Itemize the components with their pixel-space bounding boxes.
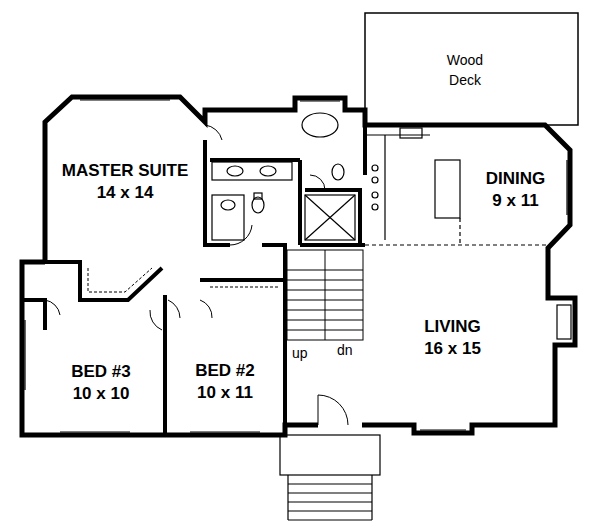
closet-shelf bbox=[210, 287, 280, 288]
closet-shelf bbox=[88, 268, 152, 292]
room-dimension: 16 x 15 bbox=[424, 338, 481, 360]
deck-outline bbox=[365, 13, 578, 125]
room-name: MASTER SUITE bbox=[62, 160, 189, 182]
interior-wall bbox=[22, 125, 365, 435]
room-name: LIVING bbox=[424, 316, 481, 338]
room-area: BED #210 x 11 bbox=[170, 340, 280, 424]
door-swing bbox=[45, 125, 348, 425]
stair-label: dn bbox=[336, 342, 354, 358]
kitchen-fixture bbox=[365, 128, 548, 245]
room-name: DINING bbox=[486, 168, 546, 190]
room-dimension: 10 x 10 bbox=[73, 383, 130, 405]
room-dimension: 9 x 11 bbox=[492, 190, 538, 212]
room-dimension: 14 x 14 bbox=[97, 182, 154, 204]
stair-label: up bbox=[291, 345, 309, 361]
room-name: BED #2 bbox=[195, 360, 255, 382]
room-name: BED #3 bbox=[71, 361, 131, 383]
exterior-wall bbox=[22, 97, 575, 435]
window bbox=[25, 100, 567, 432]
room-area: MASTER SUITE14 x 14 bbox=[50, 122, 200, 242]
room-area: LIVING16 x 15 bbox=[380, 298, 525, 378]
room-dimension: 10 x 11 bbox=[197, 382, 253, 404]
room-name: Wood Deck bbox=[437, 50, 493, 90]
fireplace bbox=[557, 305, 571, 339]
room-area: Wood Deck bbox=[415, 40, 515, 100]
room-area: BED #310 x 10 bbox=[40, 340, 162, 426]
bath-fixture bbox=[212, 113, 355, 240]
room-area: DINING9 x 11 bbox=[468, 150, 563, 230]
stair bbox=[287, 250, 363, 340]
porch bbox=[280, 435, 380, 520]
